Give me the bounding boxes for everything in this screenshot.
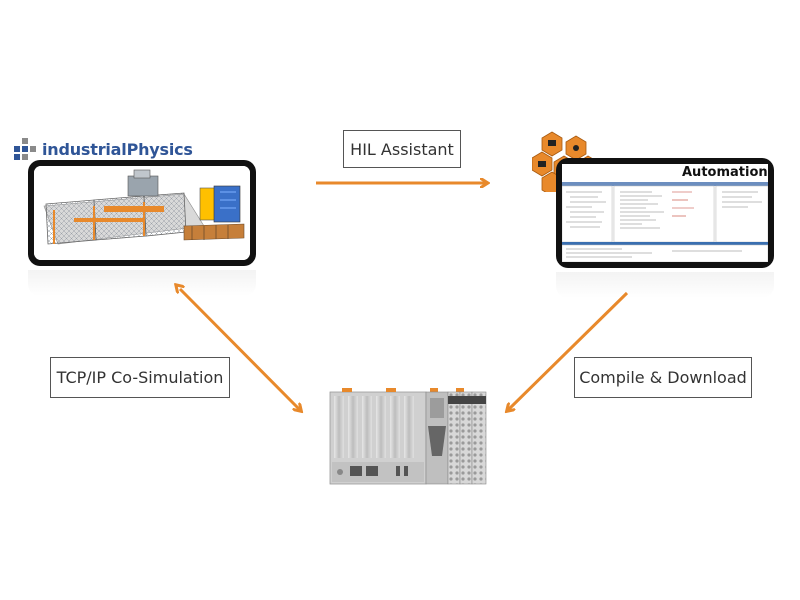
automation-studio-screen: Automation Studio [562, 164, 768, 262]
automation-studio-workspace [562, 182, 768, 262]
industrialphysics-logo-mark [14, 138, 36, 160]
tcpip-cosimulation-arrow [180, 289, 300, 410]
hil-assistant-label: HIL Assistant [343, 130, 461, 168]
plc-controller-icon [328, 386, 488, 486]
simulation-screen [34, 166, 250, 260]
simulation-monitor [28, 160, 256, 266]
logo-text-industrial: industrial [42, 139, 127, 159]
automation-studio-monitor-reflection [556, 272, 774, 298]
compile-download-arrow [508, 291, 629, 410]
logo-text-physics: Physics [126, 139, 193, 159]
automation-studio-monitor: Automation Studio [556, 158, 774, 268]
factory-3d-model-icon [34, 166, 250, 260]
compile-download-label: Compile & Download [574, 357, 752, 398]
